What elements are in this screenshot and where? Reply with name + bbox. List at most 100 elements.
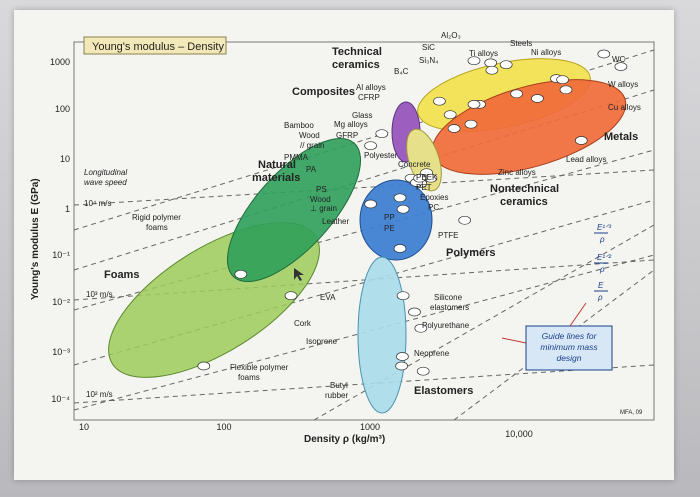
mouse-cursor-icon <box>294 268 304 281</box>
material-bubble-w-alloys <box>614 62 628 71</box>
material-bubble-polyurethane <box>414 323 428 333</box>
slope-e13-den: ρ <box>599 235 605 244</box>
label-glass: Glass <box>352 111 372 120</box>
chart-title: Young's modulus – Density <box>92 41 224 53</box>
guide-line-7 <box>453 269 655 421</box>
label-b4c: B₄C <box>394 67 409 76</box>
x-tick-labels: 10 100 1000 10,000 <box>79 422 533 439</box>
label-al-alloys: Al alloys <box>356 83 386 92</box>
material-bubble-pp <box>393 193 407 203</box>
material-bubble-al-o- <box>499 60 513 70</box>
label-pe: PE <box>384 224 395 233</box>
label-nontech-2: ceramics <box>500 196 548 208</box>
material-bubble-mg-alloys <box>443 110 457 120</box>
wave-line-1e4 <box>73 169 655 206</box>
label-grain-perp: ⊥ grain <box>310 204 337 213</box>
guide-arrow-2 <box>501 337 527 344</box>
label-metals: Metals <box>604 131 638 143</box>
material-bubble-zinc-alloys <box>531 94 544 103</box>
material-bubble-butyl-rubber <box>395 361 408 371</box>
material-bubble-silicone-elastomers <box>408 307 421 317</box>
label-cu-alloys: Cu alloys <box>608 103 641 112</box>
label-al2o3: Al₂O₃ <box>441 31 461 40</box>
label-silicone-1: Silicone <box>434 293 463 302</box>
label-ni-alloys: Ni alloys <box>531 48 561 57</box>
envelope-natural-materials <box>226 137 362 283</box>
label-pmma: PMMA <box>284 153 309 162</box>
label-natural-1: Natural <box>258 159 296 171</box>
label-butyl-2: rubber <box>325 391 348 400</box>
label-credit: MFA, 09 <box>620 410 643 416</box>
family-labels: Technical ceramics Composites Natural ma… <box>104 46 638 397</box>
y-tick-1: 1 <box>65 204 70 214</box>
material-bubble-leather <box>393 244 407 253</box>
x-tick-1000: 1000 <box>360 422 380 432</box>
label-polymers: Polymers <box>446 247 496 259</box>
material-labels: Al₂O₃ SiC Si₃N₄ B₄C Steels Ti alloys Ni … <box>84 31 643 416</box>
material-bubble-glass <box>467 100 481 109</box>
label-pp: PP <box>384 213 395 222</box>
material-bubble-eva <box>396 291 410 301</box>
material-bubble-flexible-polymer-foams <box>197 361 211 371</box>
label-ptfe: PTFE <box>438 231 458 240</box>
y-tick-1e-1: 10⁻¹ <box>52 250 70 260</box>
y-tick-labels: 1000 100 10 1 10⁻¹ 10⁻² 10⁻³ 10⁻⁴ <box>50 57 70 404</box>
label-isoprene: Isoprene <box>306 337 338 346</box>
material-bubble-bamboo <box>375 129 389 139</box>
material-bubble-gfrp <box>447 124 461 133</box>
label-lead-alloys: Lead alloys <box>566 155 606 164</box>
material-bubble-ptfe <box>458 215 472 225</box>
guideline-slope-labels: E¹ᐟ³ ρ E¹ᐟ² ρ E ρ <box>594 223 611 302</box>
label-grain-parallel: // grain <box>300 141 324 150</box>
material-bubble-ti-alloys <box>510 89 523 99</box>
label-eva: EVA <box>320 293 336 302</box>
material-bubble-ni-alloys <box>556 75 569 85</box>
material-bubble-wood-grain <box>364 141 377 151</box>
material-bubble-rigid-polymer-foams <box>234 269 248 279</box>
plot-frame <box>73 41 655 421</box>
envelope-polymers <box>359 179 433 261</box>
x-axis-label: Density ρ (kg/m³) <box>304 434 385 445</box>
label-epoxies: Epoxies <box>420 193 448 202</box>
x-tick-10000: 10,000 <box>505 429 533 439</box>
guide-arrows <box>501 302 587 344</box>
material-bubble-concrete <box>464 119 478 129</box>
label-leather: Leather <box>322 217 349 226</box>
material-bubble-isoprene <box>396 352 409 361</box>
label-peek: PEEK <box>416 173 438 182</box>
material-bubble-si-n- <box>485 65 499 75</box>
x-tick-100: 100 <box>216 422 231 432</box>
label-concrete: Concrete <box>398 160 431 169</box>
label-long-wave-1: Longitudinal <box>84 168 127 177</box>
label-wc: WC <box>612 55 626 64</box>
material-bubbles <box>197 49 628 376</box>
material-bubble-wood-grain <box>364 199 377 209</box>
label-neoprene: Neoprene <box>414 349 450 358</box>
label-butyl-1: Butyl <box>330 381 348 390</box>
label-sic: SiC <box>422 43 435 52</box>
label-si3n4: Si₃N₄ <box>419 56 438 65</box>
label-pa: PA <box>306 165 317 174</box>
label-technical-ceramics-2: ceramics <box>332 59 380 71</box>
label-flex-foam-1: Flexible polymer <box>230 363 289 372</box>
material-bubble-cork <box>284 291 298 301</box>
label-composites: Composites <box>292 86 355 98</box>
guide-arrow-1 <box>569 302 587 327</box>
title-box <box>83 36 227 55</box>
y-axis-label: Young's modulus E (GPa) <box>30 178 41 300</box>
label-zinc-alloys: Zinc alloys <box>498 168 536 177</box>
label-ps: PS <box>316 185 327 194</box>
label-wood-perp: Wood <box>310 195 331 204</box>
label-bamboo: Bamboo <box>284 121 314 130</box>
slope-e-num: E <box>598 281 604 290</box>
label-wood-parallel: Wood <box>299 131 320 140</box>
guide-line-text-3: design <box>556 353 581 363</box>
material-bubble-sic <box>484 58 498 68</box>
label-ws-1e2: 10² m/s <box>86 390 113 399</box>
material-bubble-pmma <box>413 173 426 183</box>
slope-e13-num: E¹ᐟ³ <box>597 223 611 232</box>
label-w-alloys: W alloys <box>608 80 638 89</box>
x-tick-10: 10 <box>79 422 89 432</box>
label-pc: PC <box>428 203 439 212</box>
material-bubble-b-c <box>467 56 481 66</box>
